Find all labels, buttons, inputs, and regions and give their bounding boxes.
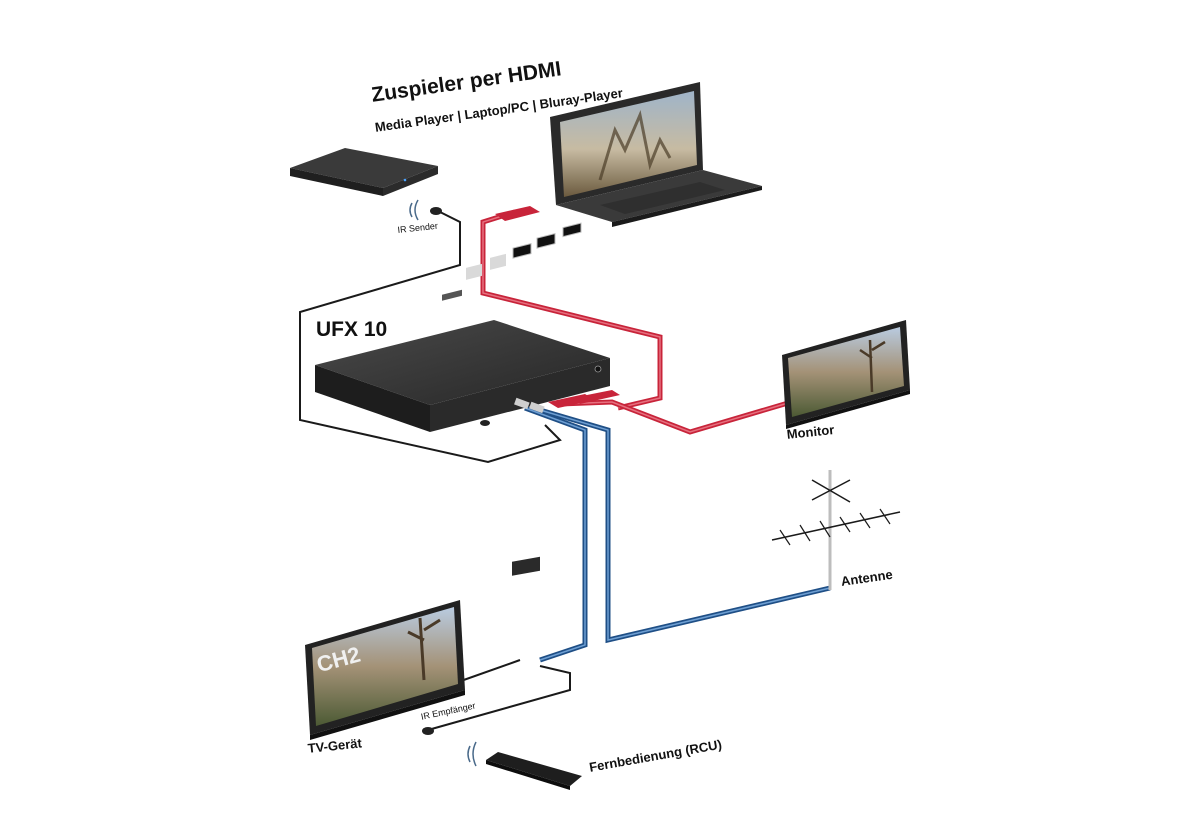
ir-sender-cable [299, 211, 562, 464]
antenna-device [771, 470, 901, 590]
remote-device [467, 741, 582, 790]
port-power [594, 365, 602, 373]
hdmi-plug-laptop [495, 206, 540, 221]
port-usb [562, 222, 582, 238]
tv-device [305, 600, 465, 740]
port-rf-in [466, 263, 482, 280]
port-hdmi-in [512, 242, 532, 259]
ufx-label: UFX 10 [316, 318, 388, 341]
port-rf-out [490, 253, 506, 270]
ir-receiver-cable [427, 659, 571, 731]
laptop-device [550, 82, 762, 227]
media-player-device [290, 148, 438, 196]
ir-sender-device [409, 199, 442, 221]
monitor-device [782, 320, 910, 429]
coax-cable-tv [524, 405, 588, 663]
coax-splitter [512, 556, 540, 576]
port-hdmi-out [536, 232, 556, 249]
ir-receiver-device [422, 727, 434, 735]
ufx10-device [315, 222, 610, 432]
